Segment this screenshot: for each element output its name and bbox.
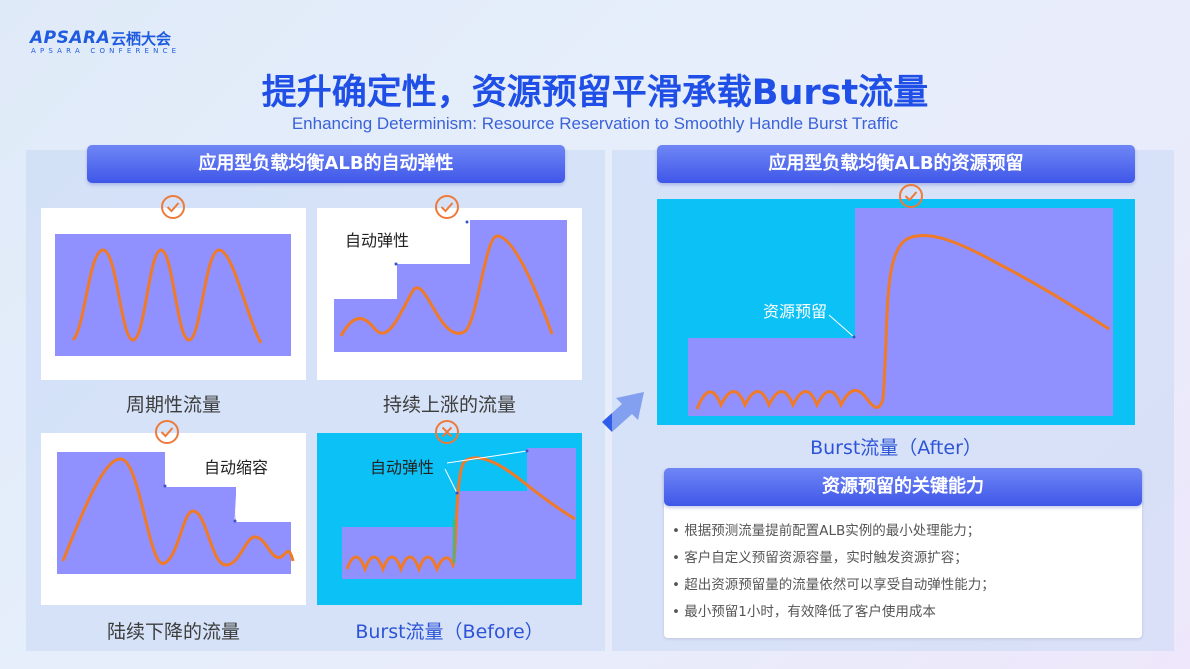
traffic-curve [71, 248, 263, 344]
left-panel-header: 应用型负载均衡ALB的自动弹性 [87, 145, 565, 183]
capability-header: 资源预留的关键能力 [664, 468, 1142, 506]
capacity-steps [334, 220, 567, 352]
caption-burst-before: Burst流量（Before） [355, 621, 544, 643]
bullet-item: • 客户自定义预留资源容量，实时触发资源扩容； [672, 550, 968, 566]
bullet-item: • 最小预留1小时，有效降低了客户使用成本 [672, 604, 936, 620]
page-title: 提升确定性，资源预留平滑承载Burst流量 [261, 73, 929, 113]
bullet-text: 根据预测流量提前配置ALB实例的最小处理能力； [684, 523, 981, 539]
burst-before-diagram [342, 448, 576, 579]
caption-declining: 陆续下降的流量 [106, 621, 240, 643]
bullet-item: • 根据预测流量提前配置ALB实例的最小处理能力； [672, 523, 981, 539]
logo-chinese: 云栖大会 [111, 30, 172, 48]
caption-rising: 持续上涨的流量 [382, 394, 516, 416]
caption-periodic: 周期性流量 [125, 394, 221, 416]
caption-burst-after: Burst流量（After） [810, 437, 982, 459]
annotation-reservation: 资源预留 [763, 302, 828, 321]
rising-traffic-diagram [334, 220, 567, 352]
capacity-steps [688, 208, 1113, 416]
bullet-text: 超出资源预留量的流量依然可以享受自动弹性能力； [684, 577, 995, 593]
page-subtitle: Enhancing Determinism: Resource Reservat… [291, 114, 899, 133]
declining-traffic-diagram [57, 452, 295, 574]
capacity-steps [57, 452, 291, 574]
circle-check-icon [155, 420, 179, 444]
traffic-curve [695, 233, 1110, 410]
annotation-auto-scale-in: 自动缩容 [204, 458, 269, 477]
bullet-item: • 超出资源预留量的流量依然可以享受自动弹性能力； [672, 577, 995, 593]
circle-x-icon [435, 420, 459, 444]
annotation-auto-scaling: 自动弹性 [345, 231, 410, 250]
traffic-curve [345, 456, 576, 574]
traffic-curve [339, 234, 554, 337]
annotation-auto-scaling-burst: 自动弹性 [370, 458, 435, 477]
right-panel-header: 应用型负载均衡ALB的资源预留 [657, 145, 1135, 183]
burst-after-diagram [688, 208, 1113, 416]
capacity-steps [342, 448, 576, 579]
circle-check-icon [899, 184, 923, 208]
circle-check-icon [161, 195, 185, 219]
capacity-block [55, 234, 291, 356]
bullet-text: 客户自定义预留资源容量，实时触发资源扩容； [684, 550, 968, 566]
bullet-text: 最小预留1小时，有效降低了客户使用成本 [684, 604, 936, 620]
traffic-curve [61, 457, 295, 567]
circle-check-icon [435, 195, 459, 219]
logo-subtitle: APSARA CONFERENCE [31, 47, 181, 55]
logo-wordmark: APSARA [30, 28, 111, 48]
periodic-traffic-diagram [55, 234, 291, 356]
